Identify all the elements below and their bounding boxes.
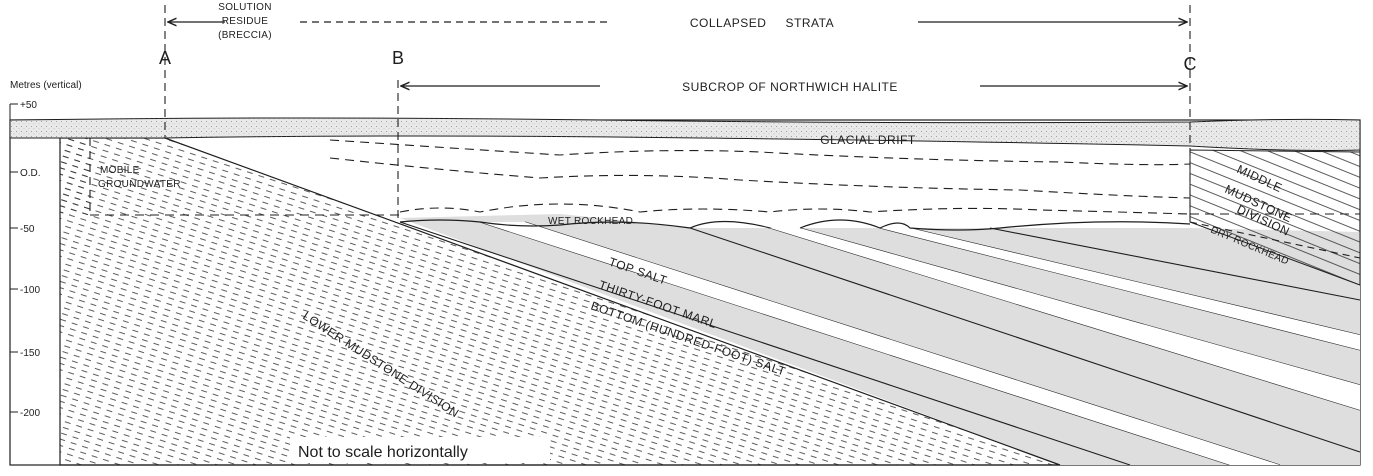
section-markers (89, 5, 1191, 224)
marker-c: C (1184, 54, 1197, 74)
dry-rockhead-line (1189, 221, 1361, 259)
axis-title: Metres (vertical) (10, 80, 82, 91)
axis-tick-minus50: -50 (20, 224, 35, 235)
groundwater-zone (60, 138, 90, 215)
marl-bands (480, 222, 1360, 465)
mobile-groundwater-label-1: MOBILE (100, 165, 140, 176)
axis-ticks (9, 103, 18, 413)
axis-tick-minus200: -200 (20, 408, 40, 419)
wet-rockhead-label: WET ROCKHEAD (548, 216, 633, 227)
glacial-drift-texture (10, 118, 1360, 151)
axis-tick-od: O.D. (20, 168, 41, 179)
collapsed-strata-label: COLLAPSED STRATA (690, 16, 834, 30)
axis-tick-minus150: -150 (20, 348, 40, 359)
solution-residue-label-2: RESIDUE (222, 16, 269, 27)
marker-a: A (159, 48, 171, 68)
mobile-groundwater-label-2: GROUNDWATER (98, 179, 181, 190)
scale-note: Not to scale horizontally (298, 444, 468, 461)
marker-b: B (392, 48, 404, 68)
scale-note-bg (290, 437, 550, 463)
glacial-drift-label: GLACIAL DRIFT (820, 133, 916, 147)
axis-tick-minus100: -100 (20, 285, 40, 296)
subcrop-label: SUBCROP OF NORTHWICH HALITE (682, 80, 898, 94)
axis-tick-plus50: +50 (20, 100, 37, 111)
middle-mudstone-body (1189, 149, 1361, 286)
solution-residue-label-3: (BRECCIA) (218, 30, 272, 41)
solution-residue-label-1: SOLUTION (218, 2, 272, 13)
wet-rockhead-line (399, 219, 1191, 231)
